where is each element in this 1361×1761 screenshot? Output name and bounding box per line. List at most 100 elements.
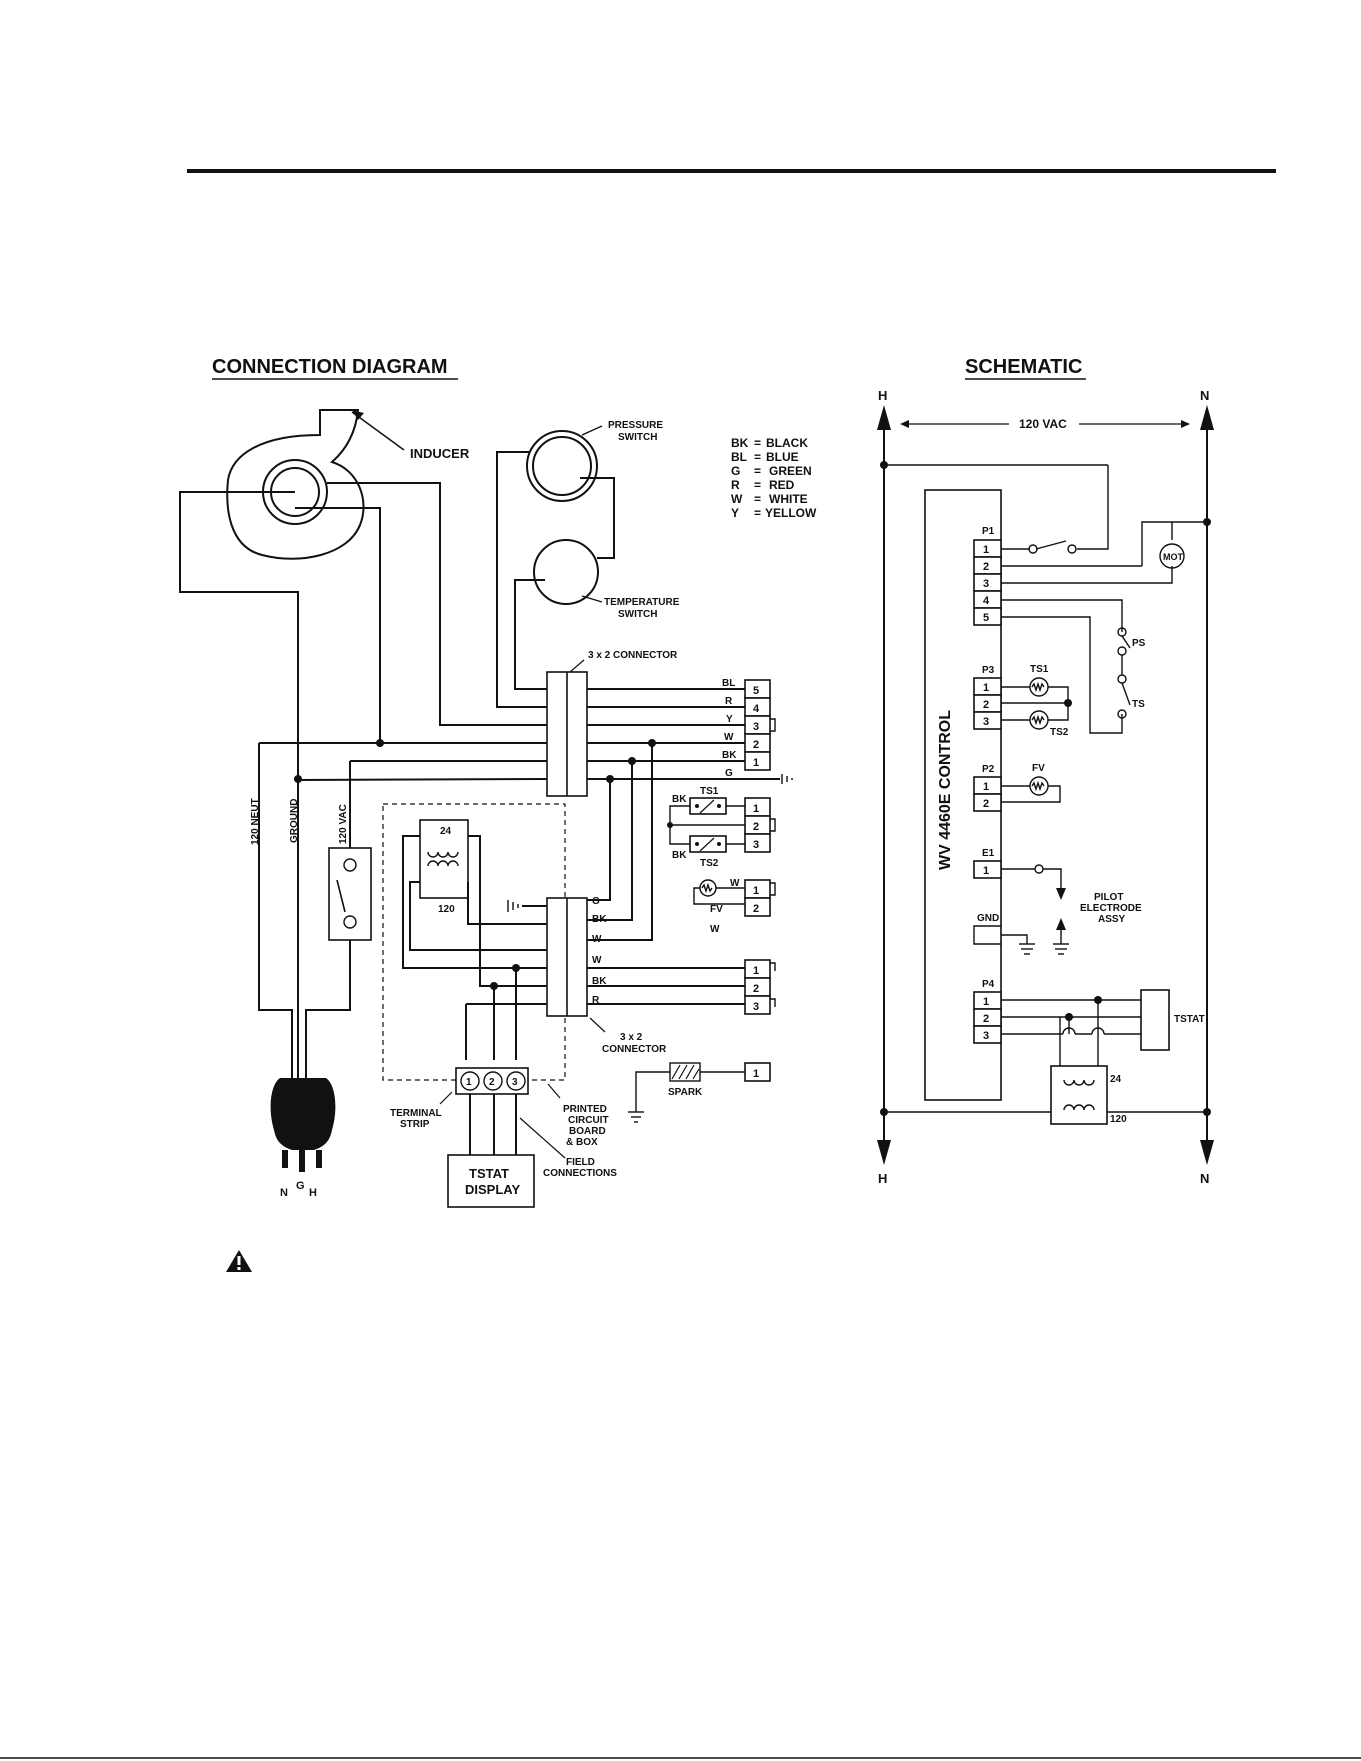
legend-code-5: Y	[731, 506, 739, 520]
schematic: SCHEMATIC H N H N 120 VAC WV 4460E CONTR…	[877, 356, 1214, 1186]
legend-name-1: BLUE	[766, 450, 799, 464]
svg-text:FV: FV	[710, 904, 723, 915]
pressure-switch: PRESSURE SWITCH	[526, 420, 663, 502]
temperature-switch: TEMPERATURE SWITCH	[533, 539, 680, 620]
pcb-wires	[402, 835, 745, 1155]
svg-text:=: =	[754, 450, 761, 464]
svg-text:4: 4	[983, 595, 990, 607]
svg-text:PILOT: PILOT	[1094, 892, 1123, 903]
schematic-h-bottom: H	[878, 1171, 887, 1186]
svg-text:3: 3	[983, 1030, 989, 1042]
svg-text:TS1: TS1	[1030, 664, 1049, 675]
schematic-p4-wires	[1001, 999, 1141, 1076]
svg-text:1: 1	[983, 781, 989, 793]
top-pin-boxes: 5 4 3 2 1	[744, 679, 776, 771]
svg-text:& BOX: & BOX	[566, 1137, 598, 1148]
plug-n: N	[280, 1187, 288, 1199]
control-label: WV 4460E CONTROL	[937, 710, 954, 870]
ts-label: TS	[1132, 699, 1145, 710]
svg-text:BK: BK	[592, 976, 607, 987]
svg-text:1: 1	[983, 682, 989, 694]
legend-name-0: BLACK	[766, 436, 808, 450]
plug-h: H	[309, 1187, 317, 1199]
ps-label: PS	[1132, 638, 1146, 649]
svg-text:DISPLAY: DISPLAY	[465, 1182, 520, 1197]
svg-text:W: W	[724, 732, 734, 743]
svg-text:BK: BK	[722, 750, 737, 761]
connection-diagram: CONNECTION DIAGRAM INDUCER PRESSURE SWIT…	[179, 356, 817, 1208]
svg-text:G: G	[725, 768, 733, 779]
svg-text:1: 1	[983, 544, 989, 556]
legend-name-4: WHITE	[769, 492, 808, 506]
legend-name-3: RED	[769, 478, 795, 492]
plug-g: G	[296, 1180, 305, 1192]
inducer: INDUCER	[226, 409, 470, 560]
color-legend: BK=BLACK BL=BLUE G=GREEN R=RED W=WHITE Y…	[731, 436, 817, 520]
svg-text:P4: P4	[982, 979, 995, 990]
xfmr-120: 120	[438, 904, 455, 915]
cord-label-neut: 120 NEUT	[250, 798, 261, 845]
schematic-h-top: H	[878, 388, 887, 403]
motor	[1159, 543, 1185, 569]
bottom-wire-labels: G BK W W BK R	[592, 896, 607, 1006]
top-wires	[179, 451, 780, 1050]
svg-text:P1: P1	[982, 526, 995, 537]
svg-text:2: 2	[753, 821, 759, 833]
svg-text:TS2: TS2	[1050, 727, 1069, 738]
motor-label: MOT	[1163, 552, 1183, 562]
svg-text:W: W	[592, 934, 602, 945]
svg-text:BK: BK	[672, 794, 687, 805]
svg-text:1: 1	[983, 865, 989, 877]
schematic-title: SCHEMATIC	[965, 356, 1082, 378]
svg-text:ASSY: ASSY	[1098, 914, 1126, 925]
svg-text:W: W	[730, 878, 740, 889]
svg-text:BK: BK	[672, 850, 687, 861]
warning-icon	[226, 1250, 252, 1272]
svg-text:=: =	[754, 478, 761, 492]
svg-text:P3: P3	[982, 665, 995, 676]
svg-text:TSTAT: TSTAT	[469, 1166, 509, 1181]
svg-text:3: 3	[983, 578, 989, 590]
cord-label-ground: GROUND	[289, 799, 300, 843]
schematic-n-bottom: N	[1200, 1171, 1209, 1186]
svg-text:W: W	[592, 955, 602, 966]
bottom-pin-boxes: 1 2 3	[744, 959, 776, 1015]
svg-text:5: 5	[983, 612, 989, 624]
svg-text:2: 2	[983, 1013, 989, 1025]
fv-valve: 1 2 W FV W	[693, 878, 776, 935]
top-pin-4: 4	[753, 703, 760, 715]
legend-name-2: GREEN	[769, 464, 812, 478]
svg-text:TSTAT: TSTAT	[1174, 1014, 1205, 1025]
legend-code-0: BK	[731, 436, 749, 450]
schematic-tstat	[1140, 989, 1170, 1051]
bottom-connector-label-2: CONNECTOR	[602, 1044, 667, 1055]
svg-text:W: W	[710, 924, 720, 935]
svg-text:R: R	[592, 995, 600, 1006]
top-wire-labels: BL R Y W BK G	[722, 678, 737, 779]
tstat-display	[447, 1154, 535, 1208]
svg-text:BK: BK	[592, 914, 607, 925]
svg-text:2: 2	[489, 1077, 495, 1088]
svg-text:P2: P2	[982, 764, 995, 775]
svg-text:ELECTRODE: ELECTRODE	[1080, 903, 1142, 914]
top-pin-1: 1	[753, 757, 759, 769]
ts-switches: 1 2 3 BK TS1 BK TS2	[667, 786, 776, 869]
vac-label: 120 VAC	[1019, 417, 1067, 431]
schematic-p1-wires	[884, 464, 1207, 734]
svg-text:TS2: TS2	[700, 858, 719, 869]
svg-text:1: 1	[753, 885, 759, 897]
top-pin-3: 3	[753, 721, 759, 733]
svg-text:3: 3	[753, 839, 759, 851]
svg-text:1: 1	[753, 1068, 759, 1080]
svg-text:1: 1	[983, 996, 989, 1008]
terminal-strip-label-1: TERMINAL	[390, 1108, 442, 1119]
schematic-transformer	[1050, 1065, 1108, 1125]
ground-symbol-pcb	[507, 900, 519, 912]
svg-text:2: 2	[983, 561, 989, 573]
connection-title: CONNECTION DIAGRAM	[212, 356, 448, 378]
spark-label: SPARK	[668, 1087, 703, 1098]
svg-text:CONNECTIONS: CONNECTIONS	[543, 1168, 617, 1179]
legend-code-1: BL	[731, 450, 747, 464]
svg-text:BL: BL	[722, 678, 735, 689]
legend-code-3: R	[731, 478, 740, 492]
